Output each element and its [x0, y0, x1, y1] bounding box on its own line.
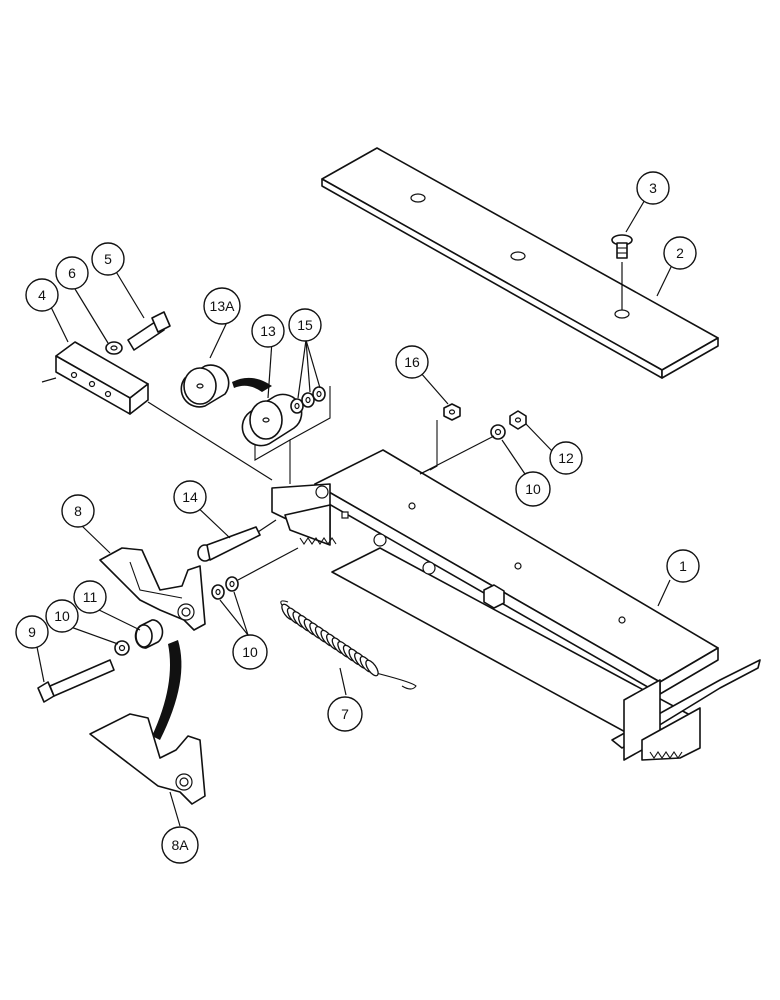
callout-label: 4: [38, 287, 46, 303]
block-part-4: [41, 341, 273, 481]
callout-9: 9: [15, 615, 49, 649]
plate-part-2: [321, 147, 719, 379]
bumper-part-13: [241, 393, 303, 484]
callout-10-middle: 10: [232, 634, 268, 670]
spring-coil: [365, 659, 379, 677]
callout-label: 6: [68, 265, 76, 281]
callout-8: 8: [61, 494, 95, 528]
callout-15: 15: [288, 308, 322, 342]
washer-part-10-lower: [114, 640, 130, 656]
callout-label: 16: [404, 354, 420, 370]
bumper-part-13a: [180, 364, 230, 408]
callout-2: 2: [663, 236, 697, 270]
callout-label: 15: [297, 317, 313, 333]
callout-label: 14: [182, 489, 198, 505]
leader-lines: [35, 197, 673, 827]
callout-label: 11: [83, 589, 98, 605]
washers-part-10-middle: [211, 547, 299, 600]
callout-label: 10: [242, 644, 258, 660]
callout-13a: 13A: [203, 287, 241, 325]
callout-11: 11: [73, 580, 107, 614]
callout-label: 10: [54, 608, 70, 624]
callout-16: 16: [395, 345, 429, 379]
callout-label: 8: [74, 503, 82, 519]
spring-coils: [281, 603, 379, 677]
callout-label: 13: [260, 323, 276, 339]
callout-label: 3: [649, 180, 657, 196]
callout-label: 5: [104, 251, 112, 267]
callout-5: 5: [91, 242, 125, 276]
arrow-13a-to-13: [232, 377, 272, 392]
callout-label: 7: [341, 706, 349, 722]
bushing-part-11: [134, 619, 164, 649]
callout-label: 1: [679, 558, 687, 574]
callout-7: 7: [327, 696, 363, 732]
arrow-8-to-8a: [152, 640, 182, 740]
callout-label: 2: [676, 245, 684, 261]
slide-rail-part-1: [271, 449, 761, 761]
bracket-part-8: [99, 547, 206, 631]
spring-part-7: [280, 600, 417, 690]
callout-6: 6: [55, 256, 89, 290]
pin-part-14: [197, 519, 277, 562]
callout-1: 1: [666, 549, 700, 583]
callout-14: 14: [173, 480, 207, 514]
nut-part-12: [509, 410, 527, 430]
callout-label: 8A: [171, 837, 189, 853]
callout-label: 12: [558, 450, 574, 466]
callout-12: 12: [549, 441, 583, 475]
bolt-part-9: [37, 659, 115, 703]
callout-3: 3: [636, 171, 670, 205]
callout-13: 13: [251, 314, 285, 348]
screw-part-3: [611, 234, 633, 310]
bolt-part-5: [127, 311, 171, 351]
washers-part-15: [289, 386, 331, 441]
bracket-part-8a: [89, 713, 206, 805]
callout-4: 4: [25, 278, 59, 312]
callout-label: 10: [525, 481, 541, 497]
callout-10-lower: 10: [45, 599, 79, 633]
callout-label: 13A: [210, 298, 236, 314]
washer-part-6: [105, 341, 123, 355]
callout-label: 9: [28, 624, 36, 640]
washer-part-10-upper: [490, 424, 506, 440]
callout-8a: 8A: [161, 826, 199, 864]
callout-10-upper: 10: [515, 471, 551, 507]
